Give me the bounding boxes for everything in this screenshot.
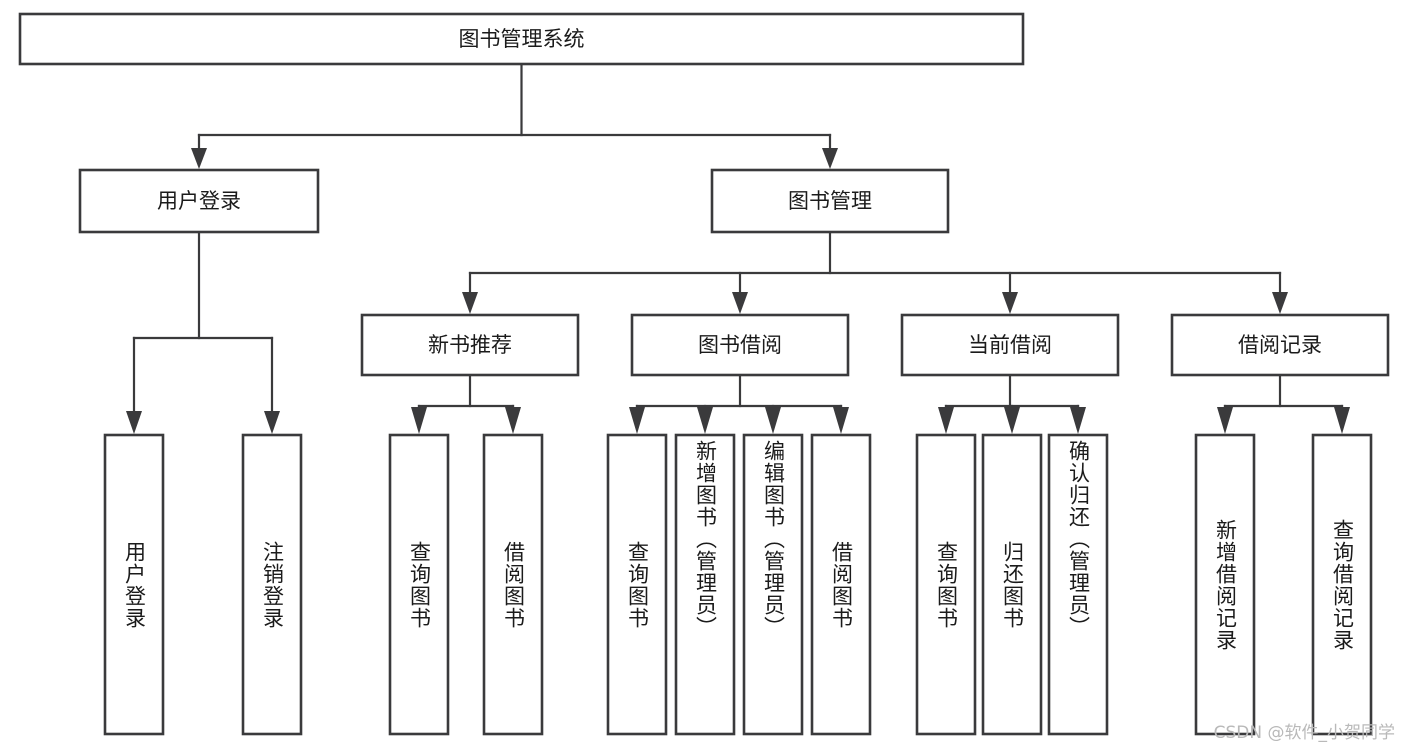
arrow-head-leaf-logout [264, 411, 280, 434]
leaf-box-logout[interactable] [241, 433, 303, 736]
connector-layer [126, 62, 1350, 434]
leaf-box-borrow-book-1[interactable] [482, 433, 544, 736]
node-book-borrow-label: 图书借阅 [698, 333, 782, 357]
leaf-box-borrow-book-2[interactable] [810, 433, 872, 736]
node-book-manage-box[interactable] [710, 168, 950, 234]
arrow-head-leaf-borrow-book-2 [833, 407, 849, 434]
arrow-head-leaf-query-book-3 [938, 407, 954, 434]
arrow-head-leaf-add-record [1217, 407, 1233, 434]
node-book-manage[interactable]: 图书管理 [710, 168, 950, 234]
leaf-box-add-record[interactable] [1194, 433, 1256, 736]
arrow-head-current-borrow [1002, 292, 1018, 314]
node-user-login[interactable]: 用户登录 [78, 168, 320, 234]
node-new-book-recommend-box[interactable] [360, 313, 580, 377]
arrow-head-borrow-records [1272, 292, 1288, 314]
leaf-box-layer [103, 433, 1373, 736]
arrow-head-user-login [191, 148, 207, 169]
node-borrow-records-label: 借阅记录 [1238, 333, 1322, 357]
node-book-borrow-box[interactable] [630, 313, 850, 377]
leaf-box-user-login[interactable] [103, 433, 165, 736]
node-current-borrow-label: 当前借阅 [968, 333, 1052, 357]
arrow-head-leaf-query-book-2 [629, 407, 645, 434]
leaf-box-query-book-3[interactable] [915, 433, 977, 736]
leaf-box-confirm-return[interactable] [1047, 433, 1109, 736]
node-root[interactable]: 图书管理系统 [18, 12, 1025, 66]
leaf-box-query-book-1[interactable] [388, 433, 450, 736]
node-user-login-box[interactable] [78, 168, 320, 234]
arrow-head-leaf-user-login [126, 411, 142, 434]
arrow-head-book-borrow [732, 292, 748, 314]
arrow-head-new-book-recommend [462, 292, 478, 314]
node-root-box[interactable] [18, 12, 1025, 66]
leaf-box-query-record[interactable] [1311, 433, 1373, 736]
arrow-head-leaf-query-record [1334, 407, 1350, 434]
node-book-manage-label: 图书管理 [788, 189, 872, 213]
leaf-box-edit-book[interactable] [742, 433, 804, 736]
arrow-head-leaf-borrow-book-1 [505, 407, 521, 434]
node-borrow-records[interactable]: 借阅记录 [1170, 313, 1390, 377]
arrow-head-book-manage [822, 148, 838, 169]
arrow-head-leaf-query-book-1 [411, 407, 427, 434]
leaf-box-query-book-2[interactable] [606, 433, 668, 736]
node-new-book-recommend-label: 新书推荐 [428, 333, 512, 357]
node-user-login-label: 用户登录 [157, 189, 241, 213]
node-root-label: 图书管理系统 [459, 27, 585, 51]
csdn-watermark: CSDN @软件_小贺同学 [1213, 723, 1395, 743]
node-book-borrow[interactable]: 图书借阅 [630, 313, 850, 377]
node-new-book-recommend[interactable]: 新书推荐 [360, 313, 580, 377]
node-borrow-records-box[interactable] [1170, 313, 1390, 377]
node-current-borrow-box[interactable] [900, 313, 1120, 377]
arrow-head-leaf-edit-book [765, 407, 781, 434]
arrow-head-leaf-add-book [697, 407, 713, 434]
leaf-box-return-book[interactable] [981, 433, 1043, 736]
leaf-box-add-book[interactable] [674, 433, 736, 736]
arrow-head-leaf-confirm-return [1070, 407, 1086, 434]
arrow-head-leaf-return-book [1004, 407, 1020, 434]
node-current-borrow[interactable]: 当前借阅 [900, 313, 1120, 377]
